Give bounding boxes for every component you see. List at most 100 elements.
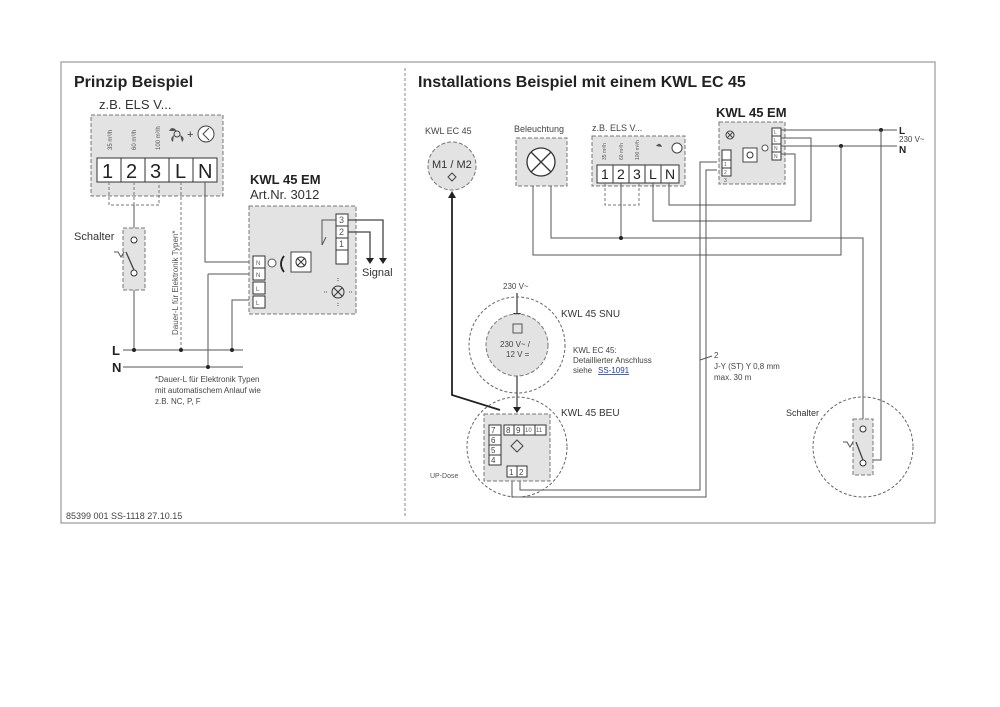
mains-L-label: L bbox=[899, 126, 905, 137]
svg-text:60 m³/h: 60 m³/h bbox=[619, 143, 625, 160]
svg-text:L: L bbox=[256, 287, 260, 293]
svg-text:N: N bbox=[774, 154, 778, 160]
delay-arc-icon bbox=[280, 255, 285, 273]
svg-text:7: 7 bbox=[491, 426, 496, 435]
left-title: Prinzip Beispiel bbox=[74, 74, 193, 91]
light-fixture bbox=[515, 137, 568, 187]
speed-3-label: 100 m³/h bbox=[156, 126, 162, 150]
right-em-title: KWL 45 EM bbox=[716, 105, 787, 120]
beu-title: KWL 45 BEU bbox=[561, 408, 620, 419]
bus-N-label: N bbox=[112, 360, 121, 375]
svg-text:2: 2 bbox=[519, 468, 524, 477]
updose-label: UP-Dose bbox=[430, 473, 459, 480]
left-em-title: KWL 45 EM bbox=[250, 172, 321, 187]
signal-label: Signal bbox=[362, 267, 393, 279]
footnote-line-3: z.B. NC, P, F bbox=[155, 397, 201, 406]
svg-text:3: 3 bbox=[339, 215, 344, 225]
svg-text:9: 9 bbox=[516, 426, 521, 435]
right-em-device: L L N N 1 2 3 bbox=[718, 121, 786, 185]
terminal-3: 3 bbox=[150, 161, 161, 183]
svg-text:1: 1 bbox=[339, 239, 344, 249]
svg-text:N: N bbox=[665, 166, 675, 182]
svg-text:L: L bbox=[774, 138, 777, 144]
cable-length: max. 30 m bbox=[714, 373, 752, 382]
fan-box-icon bbox=[290, 251, 312, 273]
footnote-line-2: mit automatischem Anlauf wie bbox=[155, 386, 261, 395]
fan-control-wire bbox=[451, 196, 501, 411]
signal-wires bbox=[348, 219, 384, 260]
terminal-1: 1 bbox=[102, 161, 113, 183]
left-switch-label: Schalter bbox=[74, 231, 115, 243]
footnote-line-1: *Dauer-L für Elektronik Typen bbox=[155, 375, 260, 384]
svg-text:3: 3 bbox=[633, 166, 641, 182]
terminal-L: L bbox=[175, 161, 186, 183]
timer-icon bbox=[197, 125, 215, 143]
left-terminal-strip: 1 2 3 L N bbox=[96, 157, 218, 183]
lamp-icon bbox=[725, 130, 735, 140]
svg-text:M1 / M2: M1 / M2 bbox=[432, 159, 472, 171]
note-line-2: Detaillierter Anschluss bbox=[573, 356, 652, 365]
svg-text:5: 5 bbox=[491, 446, 496, 455]
lamp-icon bbox=[530, 151, 552, 173]
fan-box-icon bbox=[742, 147, 758, 163]
kwl-ec45-fan: M1 / M2 bbox=[427, 141, 477, 191]
right-speed-bridge bbox=[604, 183, 640, 206]
speed-1-label: 35 m³/h bbox=[108, 130, 114, 150]
right-switch[interactable] bbox=[843, 418, 874, 476]
signal-arrow-icon bbox=[366, 258, 387, 264]
left-switch[interactable] bbox=[114, 227, 146, 291]
ss-1091-link[interactable]: SS-1091 bbox=[598, 366, 630, 375]
svg-text:+: + bbox=[187, 129, 193, 141]
switch-actuator-icon bbox=[114, 251, 125, 258]
light-label: Beleuchtung bbox=[514, 124, 564, 134]
mains-N-label: N bbox=[899, 145, 906, 156]
timer-small-icon bbox=[761, 144, 769, 152]
svg-text:12 V =: 12 V = bbox=[506, 350, 530, 359]
right-controller-label: z.B. ELS V... bbox=[592, 123, 642, 133]
svg-text:230 V~ /: 230 V~ / bbox=[500, 340, 531, 349]
svg-text:L: L bbox=[774, 130, 777, 136]
svg-text:10: 10 bbox=[525, 428, 532, 434]
cable-type: J-Y (ST) Y 0,8 mm bbox=[714, 362, 780, 371]
right-controller: 35 m³/h 60 m³/h 100 m³/h 1 2 3 L N bbox=[591, 135, 686, 187]
fan-icon bbox=[656, 143, 662, 147]
switch-actuator-icon bbox=[843, 441, 854, 448]
svg-text:4: 4 bbox=[491, 456, 496, 465]
left-em-device: N N L L 3 2 1 bbox=[248, 205, 357, 315]
kwl-45-snu: 230 V~ / 12 V = bbox=[485, 313, 549, 377]
note-line-3: siehe bbox=[573, 366, 593, 375]
svg-text:8: 8 bbox=[506, 426, 511, 435]
svg-text:1: 1 bbox=[724, 162, 727, 168]
transformer-icon bbox=[512, 323, 523, 334]
motor-icon bbox=[510, 439, 524, 453]
page-frame bbox=[60, 61, 936, 524]
updose-circle bbox=[466, 396, 568, 498]
arrow-up-icon bbox=[448, 191, 456, 198]
svg-text:N: N bbox=[256, 273, 260, 279]
terminal-N: N bbox=[198, 161, 212, 183]
wire-N-to-em bbox=[204, 182, 253, 263]
svg-text:1: 1 bbox=[509, 468, 514, 477]
lamp-icon bbox=[324, 278, 352, 306]
svg-text:2: 2 bbox=[617, 166, 625, 182]
timer-small-icon bbox=[267, 258, 277, 268]
svg-text:2: 2 bbox=[339, 227, 344, 237]
svg-text:1: 1 bbox=[601, 166, 609, 182]
right-switch-label: Schalter bbox=[786, 408, 819, 418]
timer-icon bbox=[671, 142, 683, 154]
left-controller-label: z.B. ELS V... bbox=[99, 97, 172, 112]
interconnect-wires bbox=[511, 130, 882, 498]
svg-text:N: N bbox=[774, 146, 778, 152]
kwl-45-beu: 7 6 5 4 8 9 10 11 1 2 bbox=[483, 413, 551, 482]
svg-text:L: L bbox=[256, 301, 260, 307]
snu-title: KWL 45 SNU bbox=[561, 309, 620, 320]
terminal-2: 2 bbox=[126, 161, 137, 183]
cable-count: 2 bbox=[714, 351, 719, 360]
svg-text:11: 11 bbox=[536, 428, 543, 434]
wire-L-to-em bbox=[231, 299, 253, 350]
note-line-1: KWL EC 45: bbox=[573, 346, 617, 355]
svg-text:6: 6 bbox=[491, 436, 496, 445]
svg-text:35 m³/h: 35 m³/h bbox=[602, 143, 608, 160]
speed-2-label: 60 m³/h bbox=[132, 130, 138, 150]
svg-text:2: 2 bbox=[724, 170, 727, 176]
